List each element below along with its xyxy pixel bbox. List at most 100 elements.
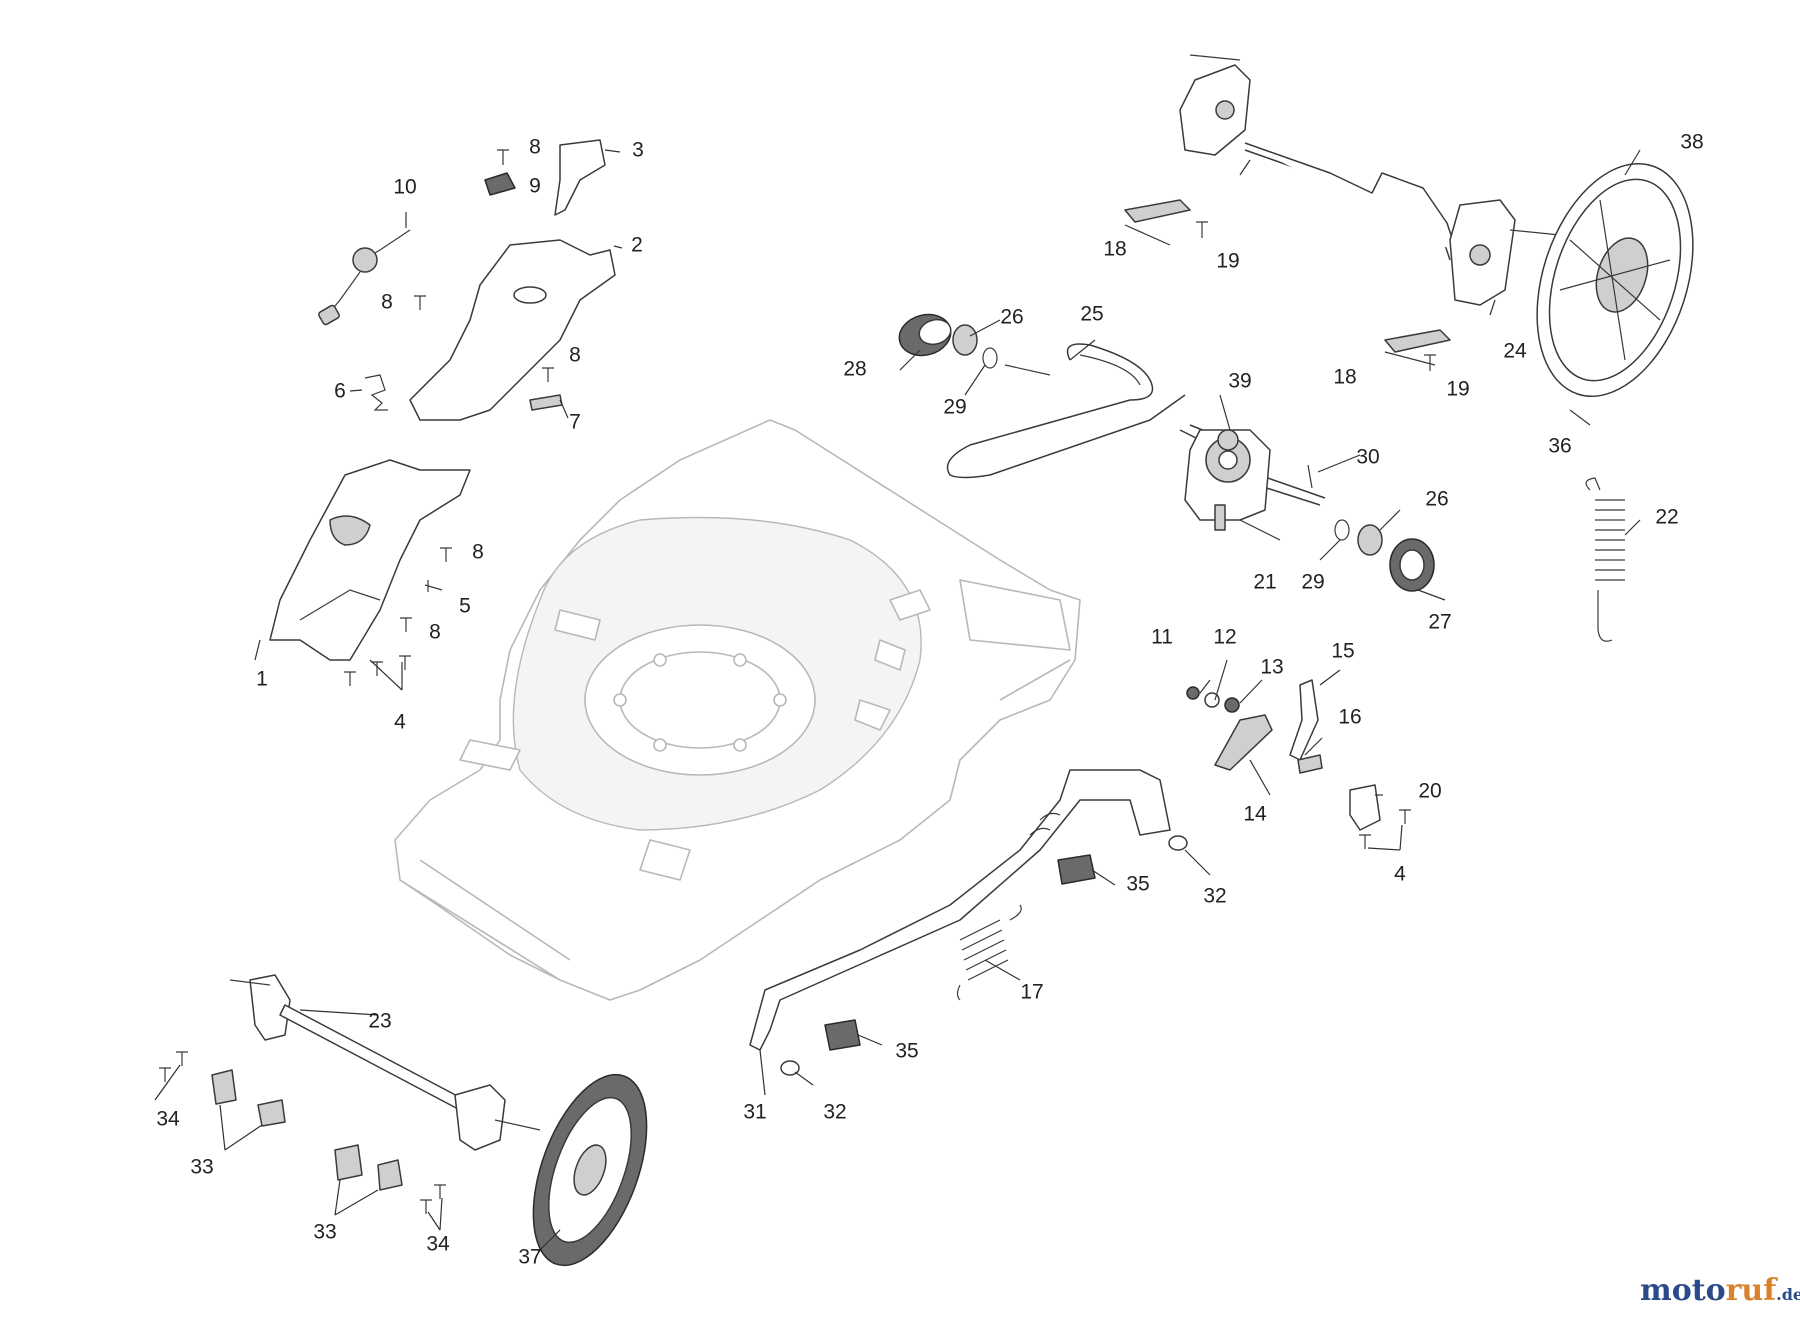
part-4-screws-right [1359, 809, 1411, 849]
part-25-belt [946, 343, 1186, 479]
callout-1: 1 [256, 668, 268, 691]
part-19-screw-upper [1196, 221, 1208, 238]
part-3-bracket [554, 139, 606, 216]
callout-4-left: 4 [394, 711, 406, 734]
callout-9: 9 [529, 175, 541, 198]
part-27-pinion [1389, 538, 1435, 592]
callout-28: 28 [843, 358, 866, 381]
part-13-bushing [1224, 697, 1240, 713]
callout-12: 12 [1213, 626, 1236, 649]
part-37-front-wheel [532, 1073, 648, 1267]
callout-24: 24 [1503, 340, 1527, 363]
part-34-screws-lower [420, 1184, 446, 1214]
callout-32-b: 32 [823, 1101, 846, 1124]
logo-text: motoruf.de [1640, 1273, 1800, 1308]
part-39-pulley [1217, 429, 1239, 451]
part-16-knob [1297, 754, 1323, 774]
part-6-spring [364, 374, 388, 411]
callout-29-b: 29 [1301, 571, 1324, 594]
callout-6: 6 [334, 380, 346, 403]
callout-23: 23 [368, 1010, 391, 1033]
part-2-slot [513, 286, 547, 304]
callout-33-b: 33 [313, 1221, 336, 1244]
callout-30: 30 [1356, 446, 1379, 469]
callout-26-b: 26 [1425, 488, 1448, 511]
part-38-rear-wheel [1536, 162, 1694, 398]
callout-37: 37 [518, 1246, 541, 1269]
callout-36: 36 [1548, 435, 1571, 458]
motoruf-logo: motoruf.de [1640, 1273, 1800, 1308]
part-14-lever [1214, 714, 1273, 771]
callout-34-a: 34 [156, 1108, 180, 1131]
part-24-rear-axle [1179, 54, 1561, 306]
part-8-screws [400, 149, 554, 632]
part-35-clip-upper [1057, 854, 1096, 885]
callout-3: 3 [632, 139, 644, 162]
callout-14: 14 [1243, 803, 1267, 826]
part-9-clip [484, 172, 516, 196]
callout-8-a: 8 [529, 136, 541, 159]
part-32-bolt-lower [780, 1060, 800, 1076]
callout-16: 16 [1338, 706, 1361, 729]
part-26-bearing-lower [1357, 524, 1383, 556]
part-30-pin [1307, 464, 1313, 489]
callout-15: 15 [1331, 640, 1354, 663]
part-18-bracket-lower [1384, 329, 1451, 353]
part-31-adjust-rod [749, 769, 1171, 1051]
callouts: 1 2 3 4 5 6 7 8 8 8 8 8 9 10 11 12 13 14… [156, 131, 1703, 1269]
callout-13: 13 [1260, 656, 1283, 679]
callout-32-a: 32 [1203, 885, 1226, 908]
callout-4-right: 4 [1394, 863, 1406, 886]
part-35-clip-lower [824, 1019, 861, 1051]
part-10-cable [318, 229, 411, 326]
callout-21: 21 [1253, 571, 1276, 594]
part-19-screw-lower [1424, 354, 1436, 371]
part-34-screws-upper [159, 1051, 188, 1082]
part-2-upper-housing [409, 239, 616, 421]
part-7-latch [529, 394, 563, 411]
part-15-bracket [1289, 679, 1319, 761]
callout-20: 20 [1418, 780, 1441, 803]
logo-moto: moto [1640, 1273, 1726, 1308]
callout-33-a: 33 [190, 1156, 213, 1179]
mower-deck [394, 419, 1081, 1001]
callout-22: 22 [1655, 506, 1678, 529]
part-22-spring [1585, 477, 1625, 642]
callout-17: 17 [1020, 981, 1043, 1004]
callout-2: 2 [631, 234, 643, 257]
part-11-nut [1186, 686, 1200, 700]
part-5-screw [424, 580, 443, 592]
part-33-clips-lower [334, 1144, 403, 1191]
callout-5: 5 [459, 595, 471, 618]
callout-29-a: 29 [943, 396, 966, 419]
part-20-bracket [1349, 784, 1381, 831]
part-1-detail [329, 515, 371, 546]
callout-18-b: 18 [1333, 366, 1356, 389]
part-32-bolt-upper [1168, 835, 1188, 851]
part-29-washer-lower [1334, 519, 1350, 541]
callout-34-b: 34 [426, 1233, 450, 1256]
callout-19-b: 19 [1446, 378, 1469, 401]
logo-tld: .de [1776, 1285, 1800, 1304]
part-33-clips-upper [211, 1069, 286, 1127]
callout-38: 38 [1680, 131, 1703, 154]
callout-39: 39 [1228, 370, 1251, 393]
callout-27: 27 [1428, 611, 1451, 634]
logo-ruf: ruf [1726, 1273, 1779, 1308]
leader-lines [154, 149, 1641, 1253]
part-17-spring [956, 904, 1022, 1001]
part-26-bearing-upper [952, 324, 978, 356]
part-4-screws-left [344, 655, 411, 686]
callout-18-a: 18 [1103, 238, 1126, 261]
callout-8-e: 8 [429, 621, 441, 644]
callout-31: 31 [743, 1101, 766, 1124]
callout-19-a: 19 [1216, 250, 1239, 273]
callout-8-c: 8 [569, 344, 581, 367]
callout-11: 11 [1151, 626, 1173, 649]
part-28-pinion [898, 313, 952, 357]
callout-25: 25 [1080, 303, 1103, 326]
callout-35-a: 35 [1126, 873, 1149, 896]
part-36-pin [1569, 409, 1591, 426]
callout-7: 7 [569, 411, 581, 434]
